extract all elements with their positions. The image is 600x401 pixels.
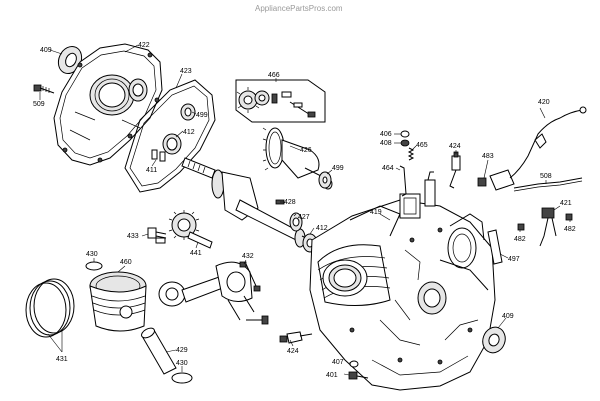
callout-424-bottom: 424	[287, 348, 299, 355]
callout-422: 422	[138, 42, 150, 49]
part-499-oil-seal-small	[180, 103, 196, 121]
callout-411: 411	[146, 167, 157, 174]
part-422-crankcase-cover	[53, 43, 163, 166]
part-465-spring	[407, 147, 415, 161]
callout-430-bottom: 430	[176, 360, 188, 367]
leader-lines	[39, 44, 571, 376]
part-411-dowel-pin	[151, 149, 166, 162]
part-412-bearing	[162, 133, 182, 155]
callout-430-top: 430	[86, 251, 98, 258]
callout-420: 420	[538, 99, 550, 106]
callout-428: 428	[284, 199, 296, 206]
callout-483: 483	[482, 153, 494, 160]
callout-409-top: 409	[40, 47, 52, 54]
part-427-bearing	[289, 212, 303, 232]
part-424-drain-plug	[279, 331, 313, 344]
callout-509: 509	[33, 101, 45, 108]
callout-508: 508	[540, 173, 552, 180]
callout-432: 432	[242, 253, 254, 260]
part-433-pin	[147, 227, 167, 244]
part-509-bolt	[33, 84, 55, 94]
part-432-rod-bolts	[239, 261, 269, 325]
callout-419: 419	[370, 209, 382, 216]
part-431-piston-rings	[25, 278, 75, 338]
part-crankshaft	[181, 157, 319, 248]
callout-460: 460	[120, 259, 132, 266]
part-497-breather	[487, 229, 503, 265]
callout-499-left: 499	[196, 112, 208, 119]
callout-465: 465	[416, 142, 428, 149]
part-429-piston-pin	[141, 327, 177, 375]
callout-412-right: 412	[316, 225, 328, 232]
part-407-washer	[349, 360, 359, 368]
part-401-bolt	[348, 371, 369, 380]
callout-424-top: 424	[449, 143, 461, 150]
part-420-wire	[509, 106, 587, 179]
callout-431: 431	[56, 356, 68, 363]
part-430-circlip-top	[85, 261, 103, 271]
part-499-oil-seal-right	[318, 171, 332, 189]
callout-423: 423	[180, 68, 192, 75]
callout-433: 433	[127, 233, 139, 240]
part-connecting-rod	[158, 261, 255, 321]
callout-426: 426	[300, 147, 312, 154]
part-423-gasket	[124, 79, 216, 193]
part-508-cable	[513, 177, 583, 192]
callout-464: 464	[382, 165, 394, 172]
part-424-oil-filler-cap	[449, 151, 461, 189]
callout-466: 466	[268, 72, 280, 79]
callout-482-right: 482	[564, 226, 576, 233]
part-460-piston	[89, 271, 147, 332]
part-482-screw-right	[565, 213, 573, 221]
callout-406: 406	[380, 131, 392, 138]
callout-499-right: 499	[332, 165, 344, 172]
callout-429: 429	[176, 347, 188, 354]
callout-407: 407	[332, 359, 344, 366]
watermark-text: AppliancePartsPros.com	[255, 4, 343, 13]
part-406-valve-cap	[400, 130, 410, 138]
callout-497: 497	[508, 256, 520, 263]
part-466-governor-assembly	[235, 79, 326, 123]
callout-412-left: 412	[183, 129, 195, 136]
callout-482-left: 482	[514, 236, 526, 243]
part-483-sensor	[477, 169, 515, 191]
callout-408: 408	[380, 140, 392, 147]
part-464-rod	[399, 165, 407, 197]
part-421-module	[539, 207, 557, 247]
part-409-oil-seal-right	[482, 326, 506, 354]
part-419-crankcase-cylinder-block	[309, 171, 496, 391]
callout-427: 427	[298, 214, 310, 221]
callout-441: 441	[190, 250, 202, 257]
part-482-screw-left	[517, 223, 525, 231]
callout-421: 421	[560, 200, 572, 207]
callout-labels: 409 422 509 423 499 412 411 466 426 499 …	[33, 42, 576, 379]
part-430-circlip-bottom	[171, 372, 193, 384]
part-408-washer	[400, 139, 410, 147]
callout-409-right: 409	[502, 313, 514, 320]
callout-401: 401	[326, 372, 338, 379]
part-441-governor-gear	[168, 210, 213, 249]
